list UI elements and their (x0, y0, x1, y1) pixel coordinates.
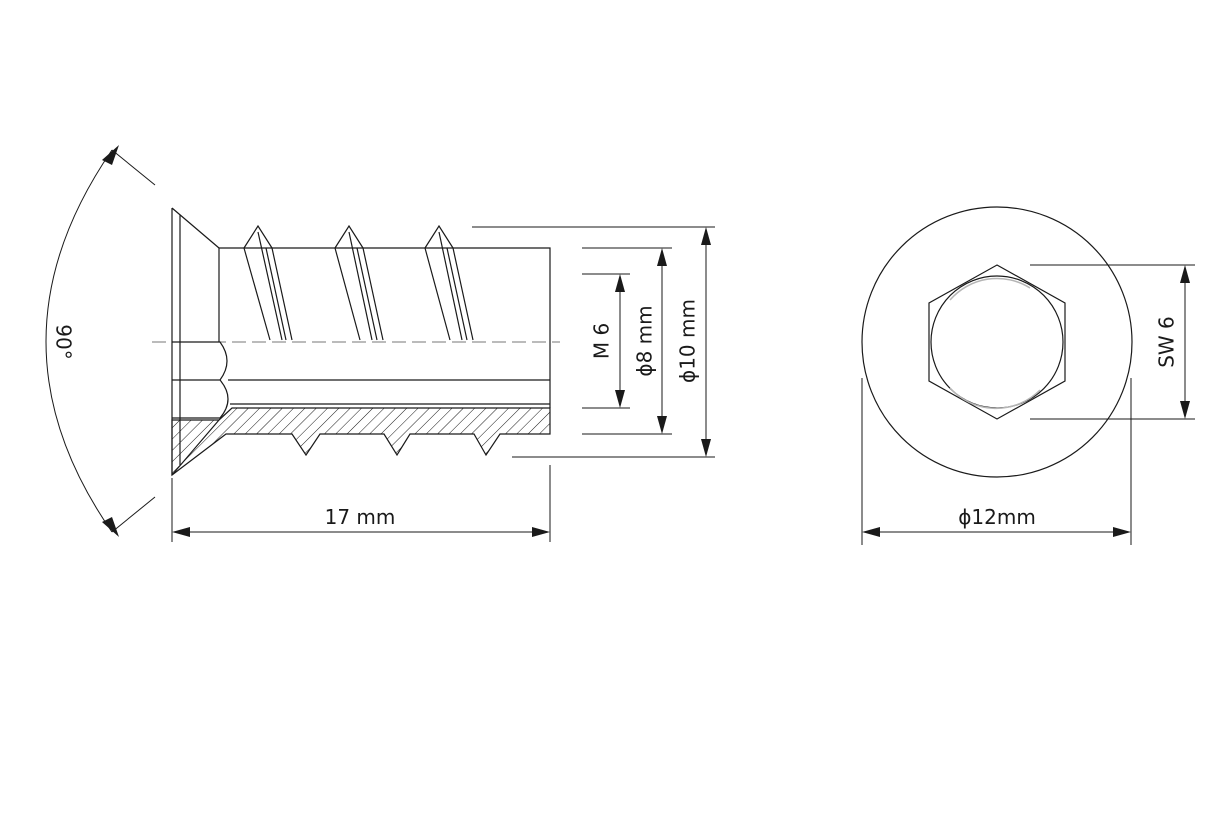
inner-diameter-label: ϕ8 mm (633, 305, 657, 376)
thread-label: M 6 (590, 323, 614, 359)
hex-socket-profile (172, 341, 229, 419)
flange-diameter-label: ϕ12mm (958, 505, 1036, 529)
outer-diameter-label: ϕ10 mm (676, 299, 700, 383)
angle-arc (45, 149, 113, 533)
angle-label: 90° (52, 324, 76, 359)
end-view: SW 6 ϕ12mm (861, 206, 1195, 545)
side-view: 90° 17 mm M 6 ϕ8 mm ϕ10 mm (45, 145, 715, 542)
hex-socket (928, 264, 1066, 420)
thread-ridges-upper (243, 224, 474, 341)
hex-size-label: SW 6 (1155, 316, 1179, 368)
bore-outline (228, 379, 550, 405)
length-label: 17 mm (325, 505, 396, 529)
flange-circle (861, 206, 1133, 478)
body-outline (218, 247, 551, 408)
section-hatch (171, 407, 551, 477)
